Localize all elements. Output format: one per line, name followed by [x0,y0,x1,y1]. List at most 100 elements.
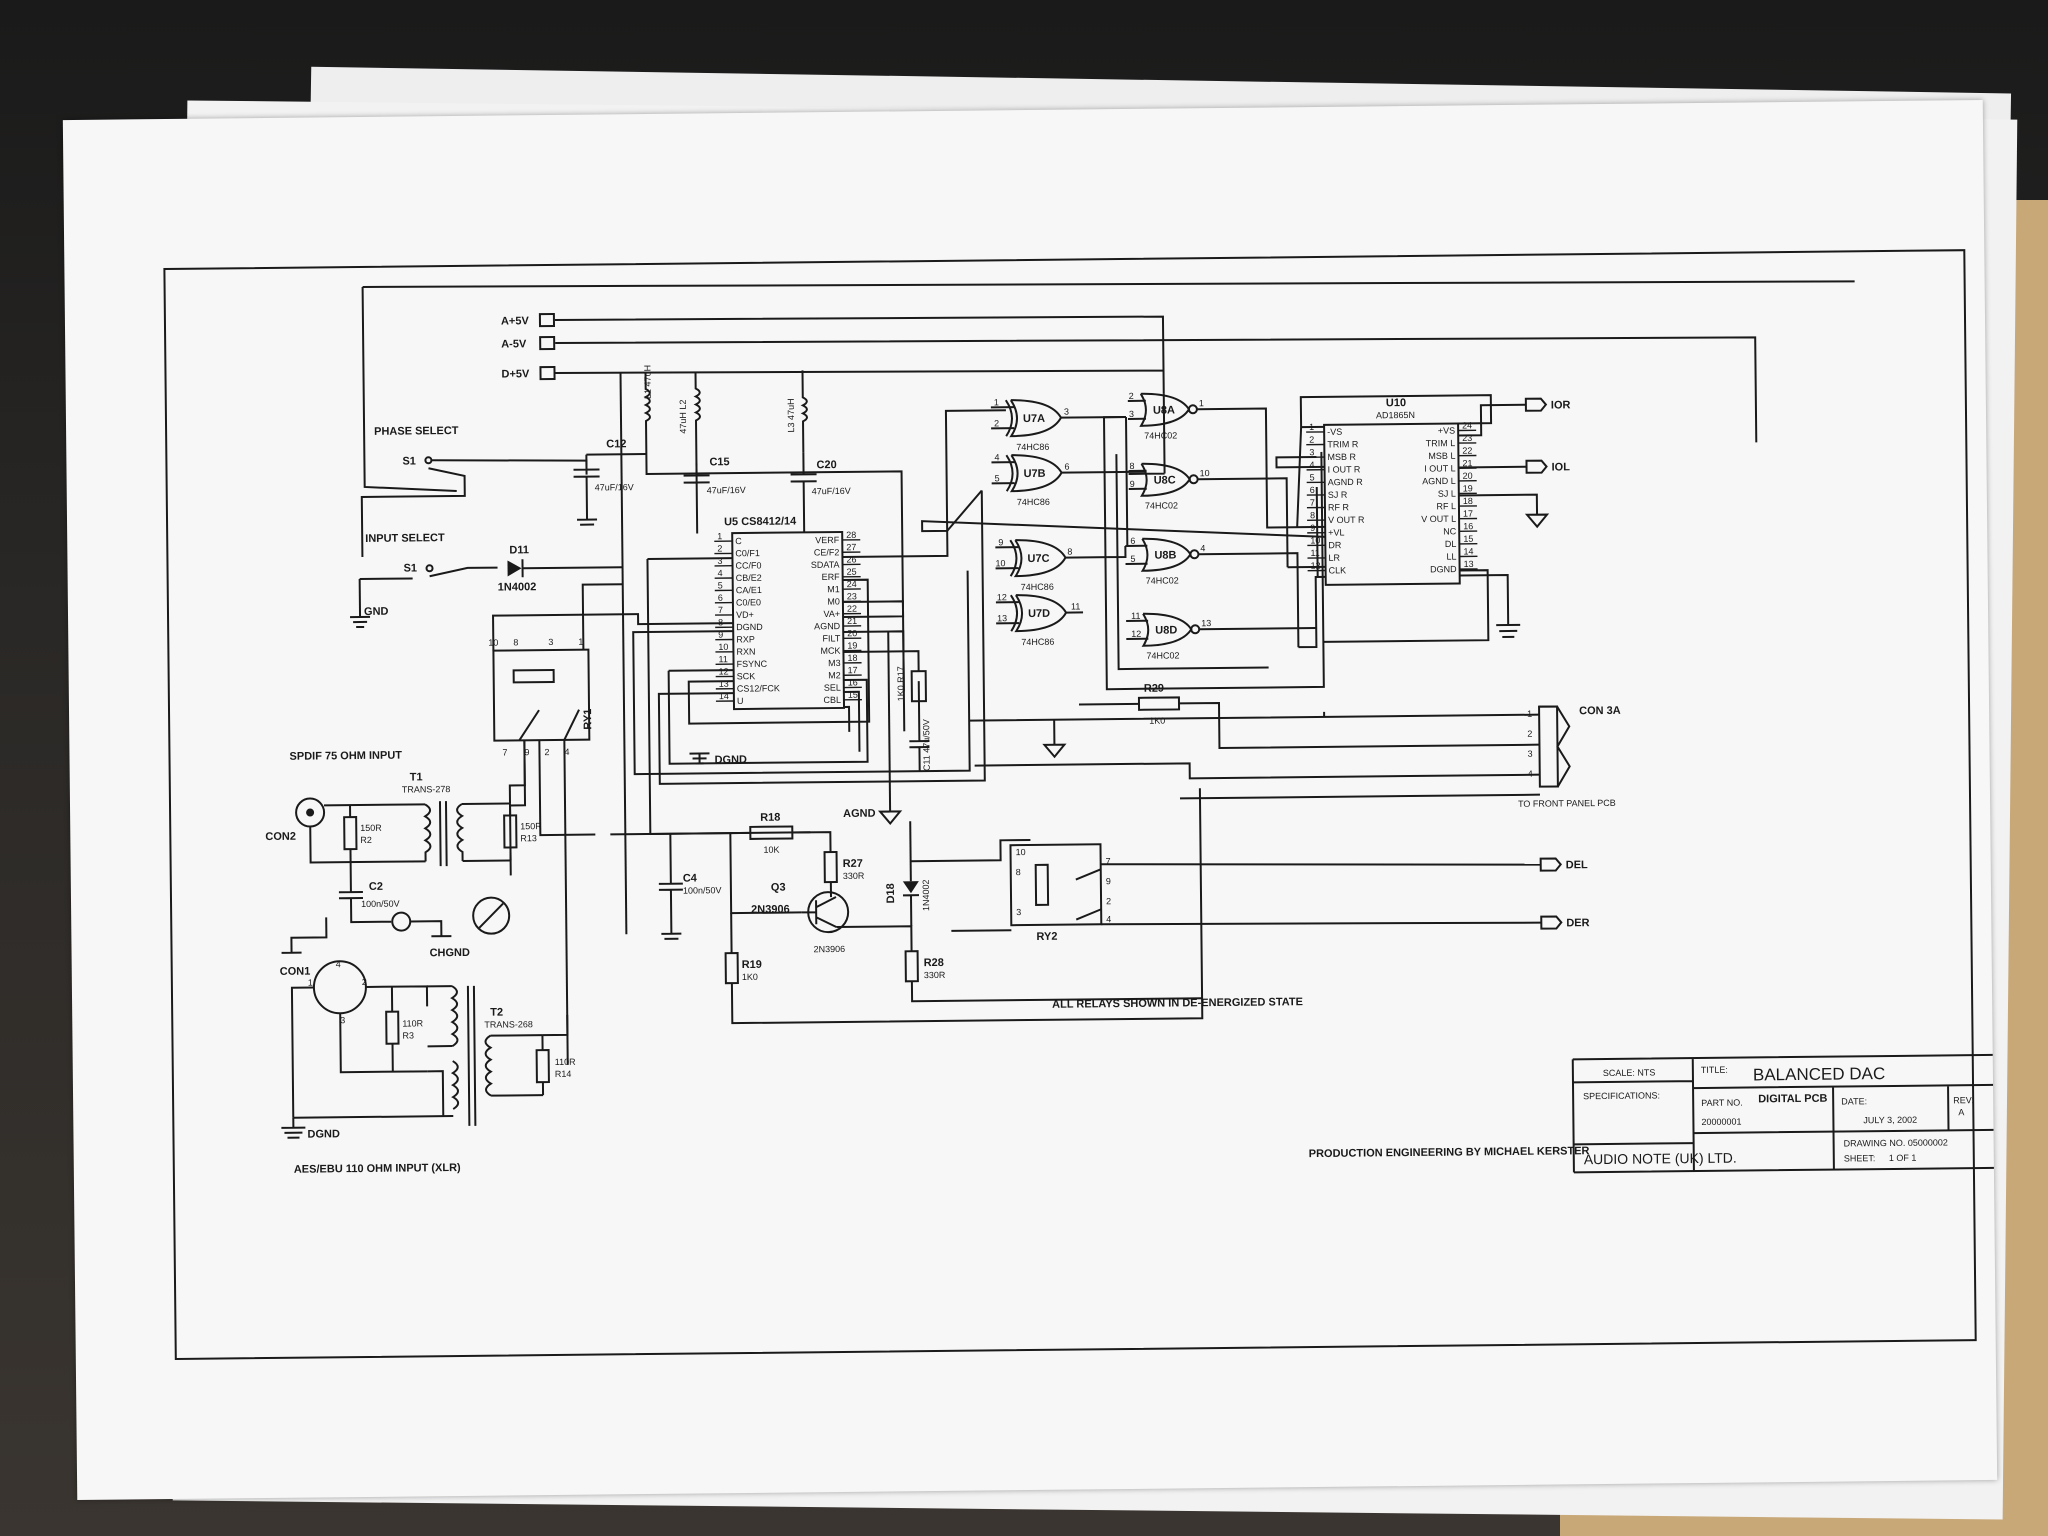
u5-signal-7: VD+ [736,610,754,620]
r17-label: 1K0 R17 [896,666,906,701]
con3-pin-4: 4 [1528,769,1533,779]
u5-pin-3: 3 [717,556,722,566]
dgnd-label: DGND [715,754,748,766]
svg-text:1: 1 [1199,398,1204,408]
svg-text:10: 10 [1200,468,1210,478]
r29-value: 1K0 [1149,716,1165,726]
drawing-number: DRAWING NO. 05000002 [1844,1137,1948,1148]
svg-text:11: 11 [1131,611,1140,621]
r13-ref: R13 [520,833,537,843]
u10-pin-16: 16 [1463,521,1473,531]
u5-signal-2: C0/F1 [735,548,760,558]
svg-text:2: 2 [362,977,367,987]
title-block: SCALE: NTS SPECIFICATIONS: TITLE: BALANC… [1571,1053,1998,1174]
svg-text:10: 10 [995,558,1005,568]
u8a-gate: 231 U8A 74HC02 [1127,391,1204,441]
svg-text:12: 12 [997,592,1007,602]
svg-text:11: 11 [1071,601,1080,611]
u5-pin-7: 7 [718,605,723,615]
d11-label: D11 [509,544,529,556]
ry2-label: RY2 [1036,931,1057,943]
u5-signal-9: RXP [736,634,755,644]
r27-label: R27 [843,858,863,870]
u5-pin-18: 18 [847,653,857,663]
u10-signal-2: TRIM R [1327,439,1359,449]
u5-pin-11: 11 [718,654,727,664]
u10-pin-6: 6 [1310,485,1315,495]
svg-text:8: 8 [513,637,518,647]
ry1-label: RY1 [582,709,594,730]
c2-value: 100n/50V [361,899,400,909]
schematic-sheet: A+5V A-5V D+5V PHASE SELECT S1 INPUT SEL… [62,99,1998,1501]
u5-pin-22: 22 [847,604,857,614]
company-name: AUDIO NOTE (UK) LTD. [1584,1150,1737,1168]
production-credit: PRODUCTION ENGINEERING BY MICHAEL KERSTE… [1309,1145,1590,1160]
u10-signal-1: -VS [1327,427,1342,437]
date-label: DATE: [1841,1096,1867,1106]
u10-signal-24: +VS [1438,426,1455,436]
u5-pin-21: 21 [847,616,857,626]
u5-pin-25: 25 [847,567,857,577]
u10-label: U10 [1386,397,1406,409]
u10-signal-11: LR [1328,553,1340,563]
u7d-label: U7D [1028,608,1050,620]
svg-text:8: 8 [1129,461,1134,471]
svg-text:4: 4 [564,747,569,757]
relays-note: ALL RELAYS SHOWN IN DE-ENERGIZED STATE [1052,996,1303,1011]
svg-text:4: 4 [1200,543,1205,553]
schematic-drawing: A+5V A-5V D+5V PHASE SELECT S1 INPUT SEL… [163,249,1998,1360]
svg-text:9: 9 [1130,479,1135,489]
drawing-title: BALANCED DAC [1753,1064,1885,1084]
u10-pin-13: 13 [1464,559,1474,569]
r19-label: R19 [742,959,762,971]
u10-pin-5: 5 [1310,472,1315,482]
svg-text:2: 2 [994,418,999,428]
u5-pin-20: 20 [847,628,857,638]
q3-label: Q3 [771,882,786,894]
t2-value: TRANS-268 [484,1019,533,1030]
u10-value: AD1865N [1376,410,1415,420]
u5-signal-8: DGND [736,622,763,632]
u7a-label: U7A [1023,413,1045,425]
u10-pin-18: 18 [1463,496,1473,506]
rev-value: A [1958,1107,1964,1117]
u5-pin-26: 26 [846,554,856,564]
der-label: DER [1566,917,1589,929]
svg-text:3: 3 [548,637,553,647]
u7b-label: U7B [1024,468,1046,480]
relay-driver: R18 10K R27 330R Q3 2N3906 2N3906 R19 1K… [610,788,1590,1025]
svg-text:2: 2 [1106,896,1111,906]
u5-label: U5 CS8412/14 [724,515,797,528]
r14-ref: R14 [555,1069,572,1079]
con2-label: CON2 [265,831,296,843]
q3-value: 2N3906 [751,904,790,916]
c15-value: 47uF/16V [707,485,746,495]
u10-signal-18: RF L [1436,501,1456,511]
u8c-type: 74HC02 [1145,500,1178,510]
u5-pin-15: 15 [848,690,858,700]
u5-signal-14: U [737,696,744,706]
s1a-label: S1 [402,455,416,467]
svg-text:2: 2 [1129,391,1134,401]
u5-pin-10: 10 [718,642,728,652]
u5-signal-3: CC/F0 [735,560,761,570]
u5-signal-27: CE/F2 [814,547,840,557]
u7a-gate: 123 U7A 74HC86 [990,397,1127,452]
u10-signal-22: MSB L [1428,451,1455,461]
u5-wires: DGND 1K0 R17 C11 47u/50V AGND [632,409,1006,835]
svg-text:13: 13 [1201,618,1211,628]
front-panel-label: TO FRONT PANEL PCB [1518,798,1616,809]
u5-pin-12: 12 [719,666,729,676]
t1-value: TRANS-278 [402,784,451,795]
u5-signal-1: C [735,536,742,546]
svg-text:7: 7 [502,747,507,757]
u5-signal-5: CA/E1 [736,585,762,595]
u5-pin-17: 17 [848,665,858,675]
u10-signal-5: AGND R [1328,477,1364,487]
u10-signal-9: +VL [1328,527,1344,537]
